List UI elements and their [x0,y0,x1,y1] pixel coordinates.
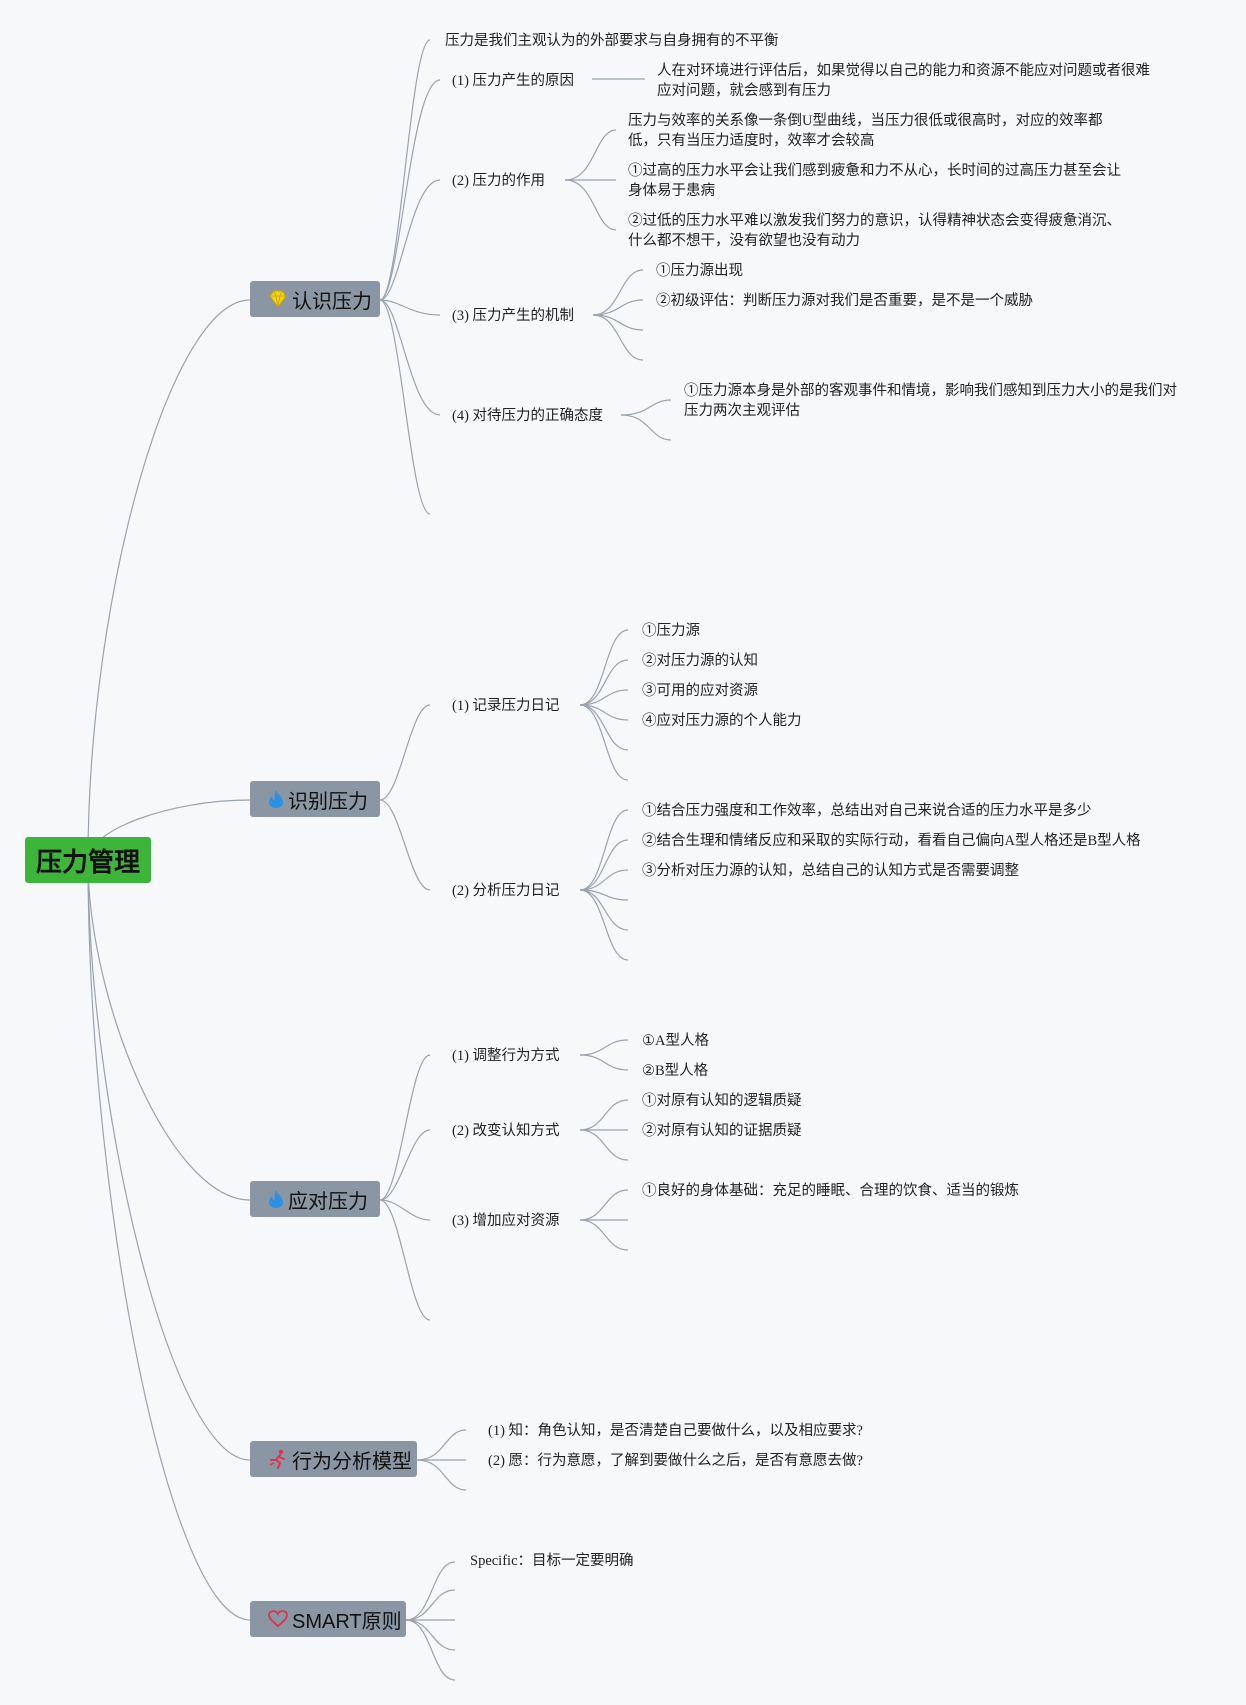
b1-s4-item: ①压力源本身是外部的客观事件和情境，影响我们感知到压力大小的是我们对压力两次主观… [684,383,1177,419]
flame-icon [268,1188,284,1210]
b1-s1-label[interactable]: (1) 压力产生的原因 [452,73,575,89]
branch-label: SMART原则 [292,1610,402,1633]
b1-s3-label[interactable]: (3) 压力产生的机制 [452,308,575,324]
root-node[interactable]: 压力管理 [25,837,151,883]
branch-label: 认识压力 [292,290,372,313]
b1-s4-label[interactable]: (4) 对待压力的正确态度 [452,408,604,424]
b1-s3-item: ①压力源出现 [656,263,743,279]
b1-s2-item: ①过高的压力水平会让我们感到疲惫和力不从心，长时间的过高压力甚至会让身体易于患病 [628,163,1121,199]
branch-label: 识别压力 [288,790,368,813]
b1-s2-item: ②过低的压力水平难以激发我们努力的意识，认得精神状态会变得疲惫消沉、什么都不想干… [628,213,1121,249]
branch-label: 应对压力 [288,1190,368,1213]
b2-s1-label[interactable]: (1) 记录压力日记 [452,698,560,714]
branch-node-recognize-stress[interactable]: 认识压力 [250,281,380,317]
b5-item: Specific：目标一定要明确 [470,1553,634,1569]
b2-s1-item: ③可用的应对资源 [642,683,758,699]
b1-s1-detail: 人在对环境进行评估后，如果觉得以自己的能力和资源不能应对问题或者很难应对问题，就… [657,63,1150,99]
b2-s2-item: ①结合压力强度和工作效率，总结出对自己来说合适的压力水平是多少 [642,803,1092,819]
b3-s1-item: ①A型人格 [642,1033,709,1049]
branch-label: 行为分析模型 [292,1450,412,1473]
b4-item: (2) 愿：行为意愿，了解到要做什么之后，是否有意愿去做? [488,1453,863,1469]
branch-node-cope-stress[interactable]: 应对压力 [250,1181,380,1217]
b2-s2-item: ②结合生理和情绪反应和采取的实际行动，看看自己偏向A型人格还是B型人格 [642,833,1141,849]
b3-s2-label[interactable]: (2) 改变认知方式 [452,1123,560,1139]
b2-s2-label[interactable]: (2) 分析压力日记 [452,883,560,899]
b3-s3-label[interactable]: (3) 增加应对资源 [452,1213,560,1229]
branch-node-smart-principle[interactable]: SMART原则 [250,1601,406,1637]
b1-s2-label[interactable]: (2) 压力的作用 [452,173,546,189]
flame-icon [268,788,284,810]
b3-s3-item: ①良好的身体基础：充足的睡眠、合理的饮食、适当的锻炼 [642,1183,1019,1199]
b2-s2-item: ③分析对压力源的认知，总结自己的认知方式是否需要调整 [642,863,1019,879]
b3-s2-item: ②对原有认知的证据质疑 [642,1123,802,1139]
b4-item: (1) 知：角色认知，是否清楚自己要做什么，以及相应要求? [488,1423,863,1439]
b3-s2-item: ①对原有认知的逻辑质疑 [642,1093,802,1109]
branch-node-identify-stress[interactable]: 识别压力 [250,781,380,817]
b2-s1-item: ④应对压力源的个人能力 [642,713,802,729]
b1-intro: 压力是我们主观认为的外部要求与自身拥有的不平衡 [445,33,779,49]
diamond-icon [268,288,288,310]
b3-s1-label[interactable]: (1) 调整行为方式 [452,1048,560,1064]
b3-s1-item: ②B型人格 [642,1063,709,1079]
b1-s2-item: 压力与效率的关系像一条倒U型曲线，当压力很低或很高时，对应的效率都低，只有当压力… [628,113,1103,149]
b2-s1-item: ①压力源 [642,623,700,639]
running-figure-icon [268,1448,288,1470]
branch-node-behavior-model[interactable]: 行为分析模型 [250,1441,417,1477]
b1-s3-item: ②初级评估：判断压力源对我们是否重要，是不是一个威胁 [656,293,1033,309]
b2-s1-item: ②对压力源的认知 [642,653,758,669]
heart-icon [268,1608,288,1630]
